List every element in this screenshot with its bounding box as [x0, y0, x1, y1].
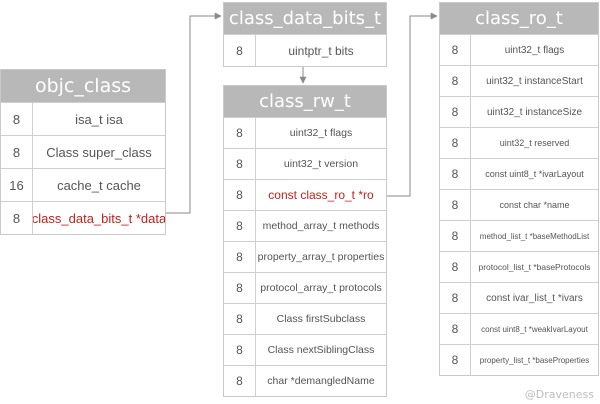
field-name: method_array_t methods [262, 220, 380, 232]
table-row: 8 property_array_t properties [224, 241, 386, 272]
table-row: 16 cache_t cache [1, 168, 165, 201]
table-row: 8 method_list_t *baseMethodList [440, 220, 598, 251]
table-row: 8 char *demangledName [224, 365, 386, 396]
field-size: 8 [1, 202, 33, 234]
field-name: property_array_t properties [257, 251, 385, 263]
field-name: cache_t cache [57, 177, 141, 193]
field-name: protocol_array_t protocols [260, 282, 382, 294]
table-title: class_data_bits_t [224, 3, 386, 34]
field-size: 8 [224, 35, 256, 66]
field-name: method_list_t *baseMethodList [479, 231, 590, 241]
arrow-data-to-class-data-bits [166, 12, 222, 214]
field-size: 8 [224, 118, 256, 148]
field-size: 8 [440, 190, 471, 220]
field-size: 8 [440, 35, 471, 65]
field-name: uint32_t instanceSize [486, 106, 583, 118]
table-row: 8 property_list_t *baseProperties [440, 344, 598, 375]
field-name: property_list_t *baseProperties [479, 355, 590, 365]
table-title: class_ro_t [440, 3, 598, 34]
field-size: 8 [1, 136, 33, 168]
field-size: 8 [224, 242, 256, 272]
table-row: 8 class_data_bits_t *data [1, 201, 165, 234]
table-row: 8 const uint8_t *ivarLayout [440, 158, 598, 189]
field-size: 8 [224, 304, 256, 334]
field-name: uint32_t version [283, 158, 359, 170]
table-row: 8 Class super_class [1, 135, 165, 168]
watermark: @Draveness [524, 388, 594, 401]
field-name: isa_t isa [75, 111, 123, 127]
field-name: Class super_class [46, 144, 152, 160]
field-name: const char *name [499, 200, 570, 210]
field-size: 8 [224, 211, 256, 241]
table-row: 8 const uint8_t *weakIvarLayout [440, 313, 598, 344]
arrow-ro-to-class-ro [387, 12, 438, 197]
field-size: 8 [224, 149, 256, 179]
field-size: 8 [224, 366, 256, 396]
field-size: 8 [1, 103, 33, 135]
field-name: protocol_list_t *baseProtocols [478, 262, 591, 272]
class-data-bits-table: class_data_bits_t 8 uintptr_t bits [223, 2, 387, 67]
field-name: Class firstSubclass [276, 313, 366, 325]
class-ro-table: class_ro_t 8 uint32_t flags 8 uint32_t i… [439, 2, 599, 376]
table-row: 8 const ivar_list_t *ivars [440, 282, 598, 313]
field-name: uint32_t flags [289, 127, 353, 139]
table-row: 8 uintptr_t bits [224, 34, 386, 66]
table-row: 8 protocol_list_t *baseProtocols [440, 251, 598, 282]
objc-class-table: objc_class 8 isa_t isa 8 Class super_cla… [0, 69, 166, 235]
field-size: 8 [440, 252, 471, 282]
field-size: 8 [440, 66, 471, 96]
table-title: class_rw_t [224, 86, 386, 117]
table-title: objc_class [1, 70, 165, 102]
field-size: 8 [224, 335, 256, 365]
field-size: 8 [440, 221, 471, 251]
table-row: 8 Class nextSiblingClass [224, 334, 386, 365]
table-row: 8 uint32_t instanceStart [440, 65, 598, 96]
table-row: 8 const class_ro_t *ro [224, 179, 386, 210]
table-row: 8 uint32_t flags [224, 117, 386, 148]
field-size: 8 [224, 180, 256, 210]
field-name: char *demangledName [267, 375, 375, 387]
field-size: 8 [440, 128, 471, 158]
class-rw-table: class_rw_t 8 uint32_t flags 8 uint32_t v… [223, 85, 387, 397]
table-row: 8 Class firstSubclass [224, 303, 386, 334]
field-name: const ivar_list_t *ivars [486, 292, 583, 304]
field-size: 16 [1, 169, 33, 201]
table-row: 8 uint32_t instanceSize [440, 96, 598, 127]
table-row: 8 const char *name [440, 189, 598, 220]
field-name: uintptr_t bits [288, 43, 354, 58]
table-row: 8 uint32_t flags [440, 34, 598, 65]
field-name-highlighted: class_data_bits_t *data [33, 210, 165, 226]
field-name: uint32_t reserved [499, 138, 570, 148]
field-name: uint32_t flags [504, 44, 565, 56]
table-row: 8 isa_t isa [1, 102, 165, 135]
field-size: 8 [224, 273, 256, 303]
field-name: Class nextSiblingClass [267, 344, 375, 356]
table-row: 8 method_array_t methods [224, 210, 386, 241]
field-name: const uint8_t *ivarLayout [485, 169, 584, 179]
field-size: 8 [440, 159, 471, 189]
field-size: 8 [440, 283, 471, 313]
table-row: 8 uint32_t version [224, 148, 386, 179]
table-row: 8 uint32_t reserved [440, 127, 598, 158]
field-size: 8 [440, 314, 471, 344]
field-name-highlighted: const class_ro_t *ro [268, 188, 374, 202]
table-row: 8 protocol_array_t protocols [224, 272, 386, 303]
field-size: 8 [440, 97, 471, 127]
field-size: 8 [440, 345, 471, 375]
field-name: const uint8_t *weakIvarLayout [481, 324, 588, 334]
field-name: uint32_t instanceStart [486, 75, 583, 87]
